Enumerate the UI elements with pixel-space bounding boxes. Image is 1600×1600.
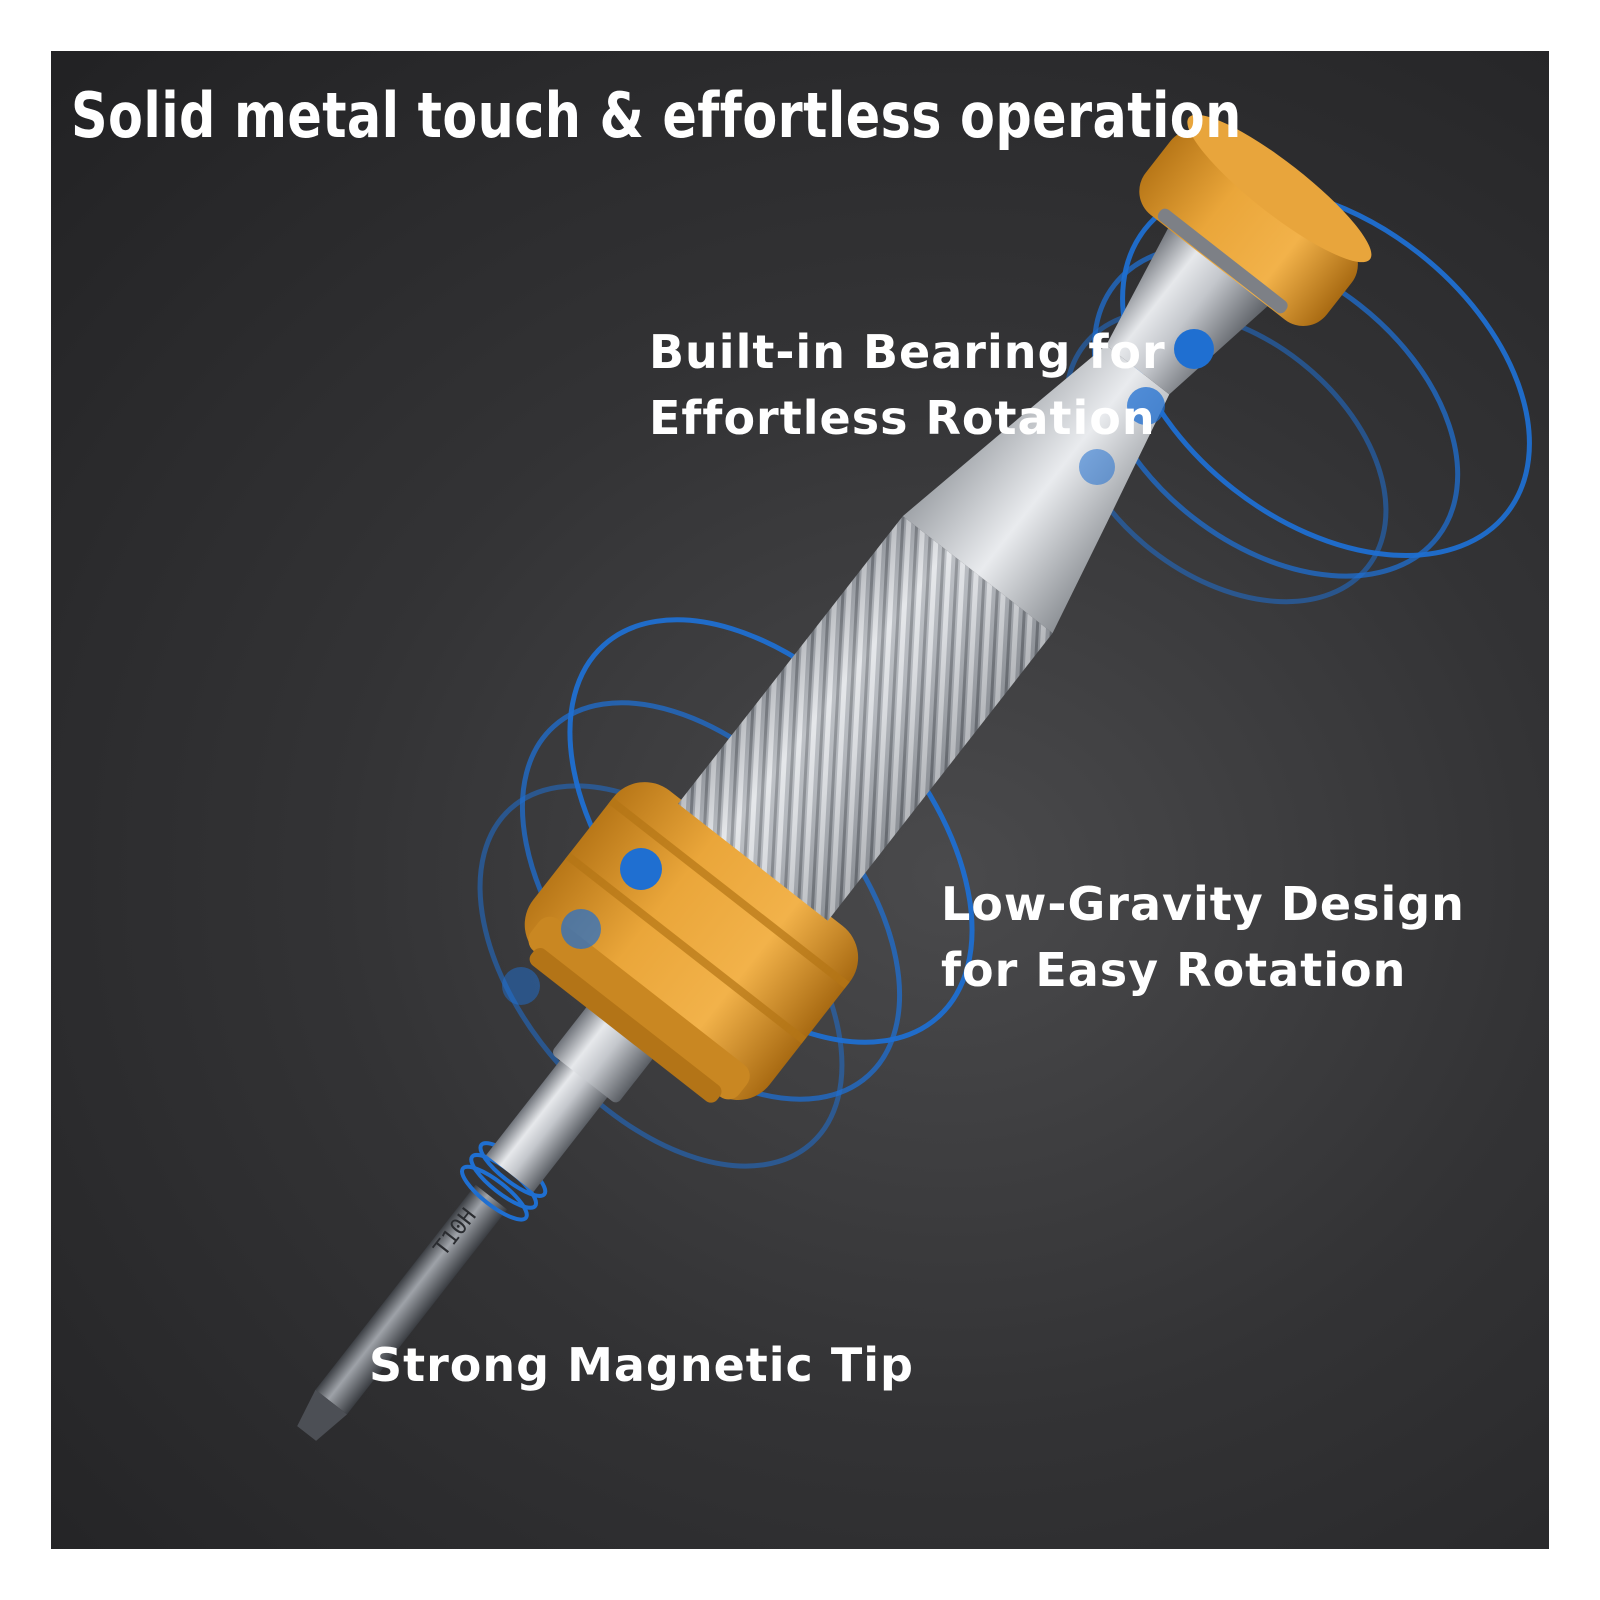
- bearing-callout-line1: Built-in Bearing for: [649, 325, 1166, 379]
- gravity-callout-line1: Low-Gravity Design: [941, 877, 1465, 931]
- gold-grip: [524, 782, 859, 1103]
- bearing-cap: [1139, 114, 1372, 326]
- bearing-orbit-rings: [1063, 184, 1532, 605]
- product-image-panel: T10H: [51, 51, 1549, 1549]
- gravity-callout: Low-Gravity Design for Easy Rotation: [941, 871, 1465, 1003]
- polished-cone: [1106, 219, 1276, 395]
- orbit-dots: [502, 329, 1214, 1005]
- magnetic-callout-line1: Strong Magnetic Tip: [369, 1338, 914, 1392]
- magnetic-callout: Strong Magnetic Tip: [369, 1332, 914, 1398]
- bearing-callout: Built-in Bearing for Effortless Rotation: [649, 319, 1166, 451]
- screwdriver: T10H: [297, 114, 1372, 1441]
- shaft: [486, 1052, 614, 1192]
- bearing-callout-line2: Effortless Rotation: [649, 391, 1156, 445]
- headline: Solid metal touch & effortless operation: [71, 79, 1242, 152]
- screwdriver-illustration: T10H: [297, 114, 1532, 1441]
- gravity-callout-line2: for Easy Rotation: [941, 943, 1407, 997]
- collet: [553, 1000, 658, 1103]
- torx-bit: T10H: [297, 1184, 508, 1441]
- frosted-neck: [902, 345, 1170, 634]
